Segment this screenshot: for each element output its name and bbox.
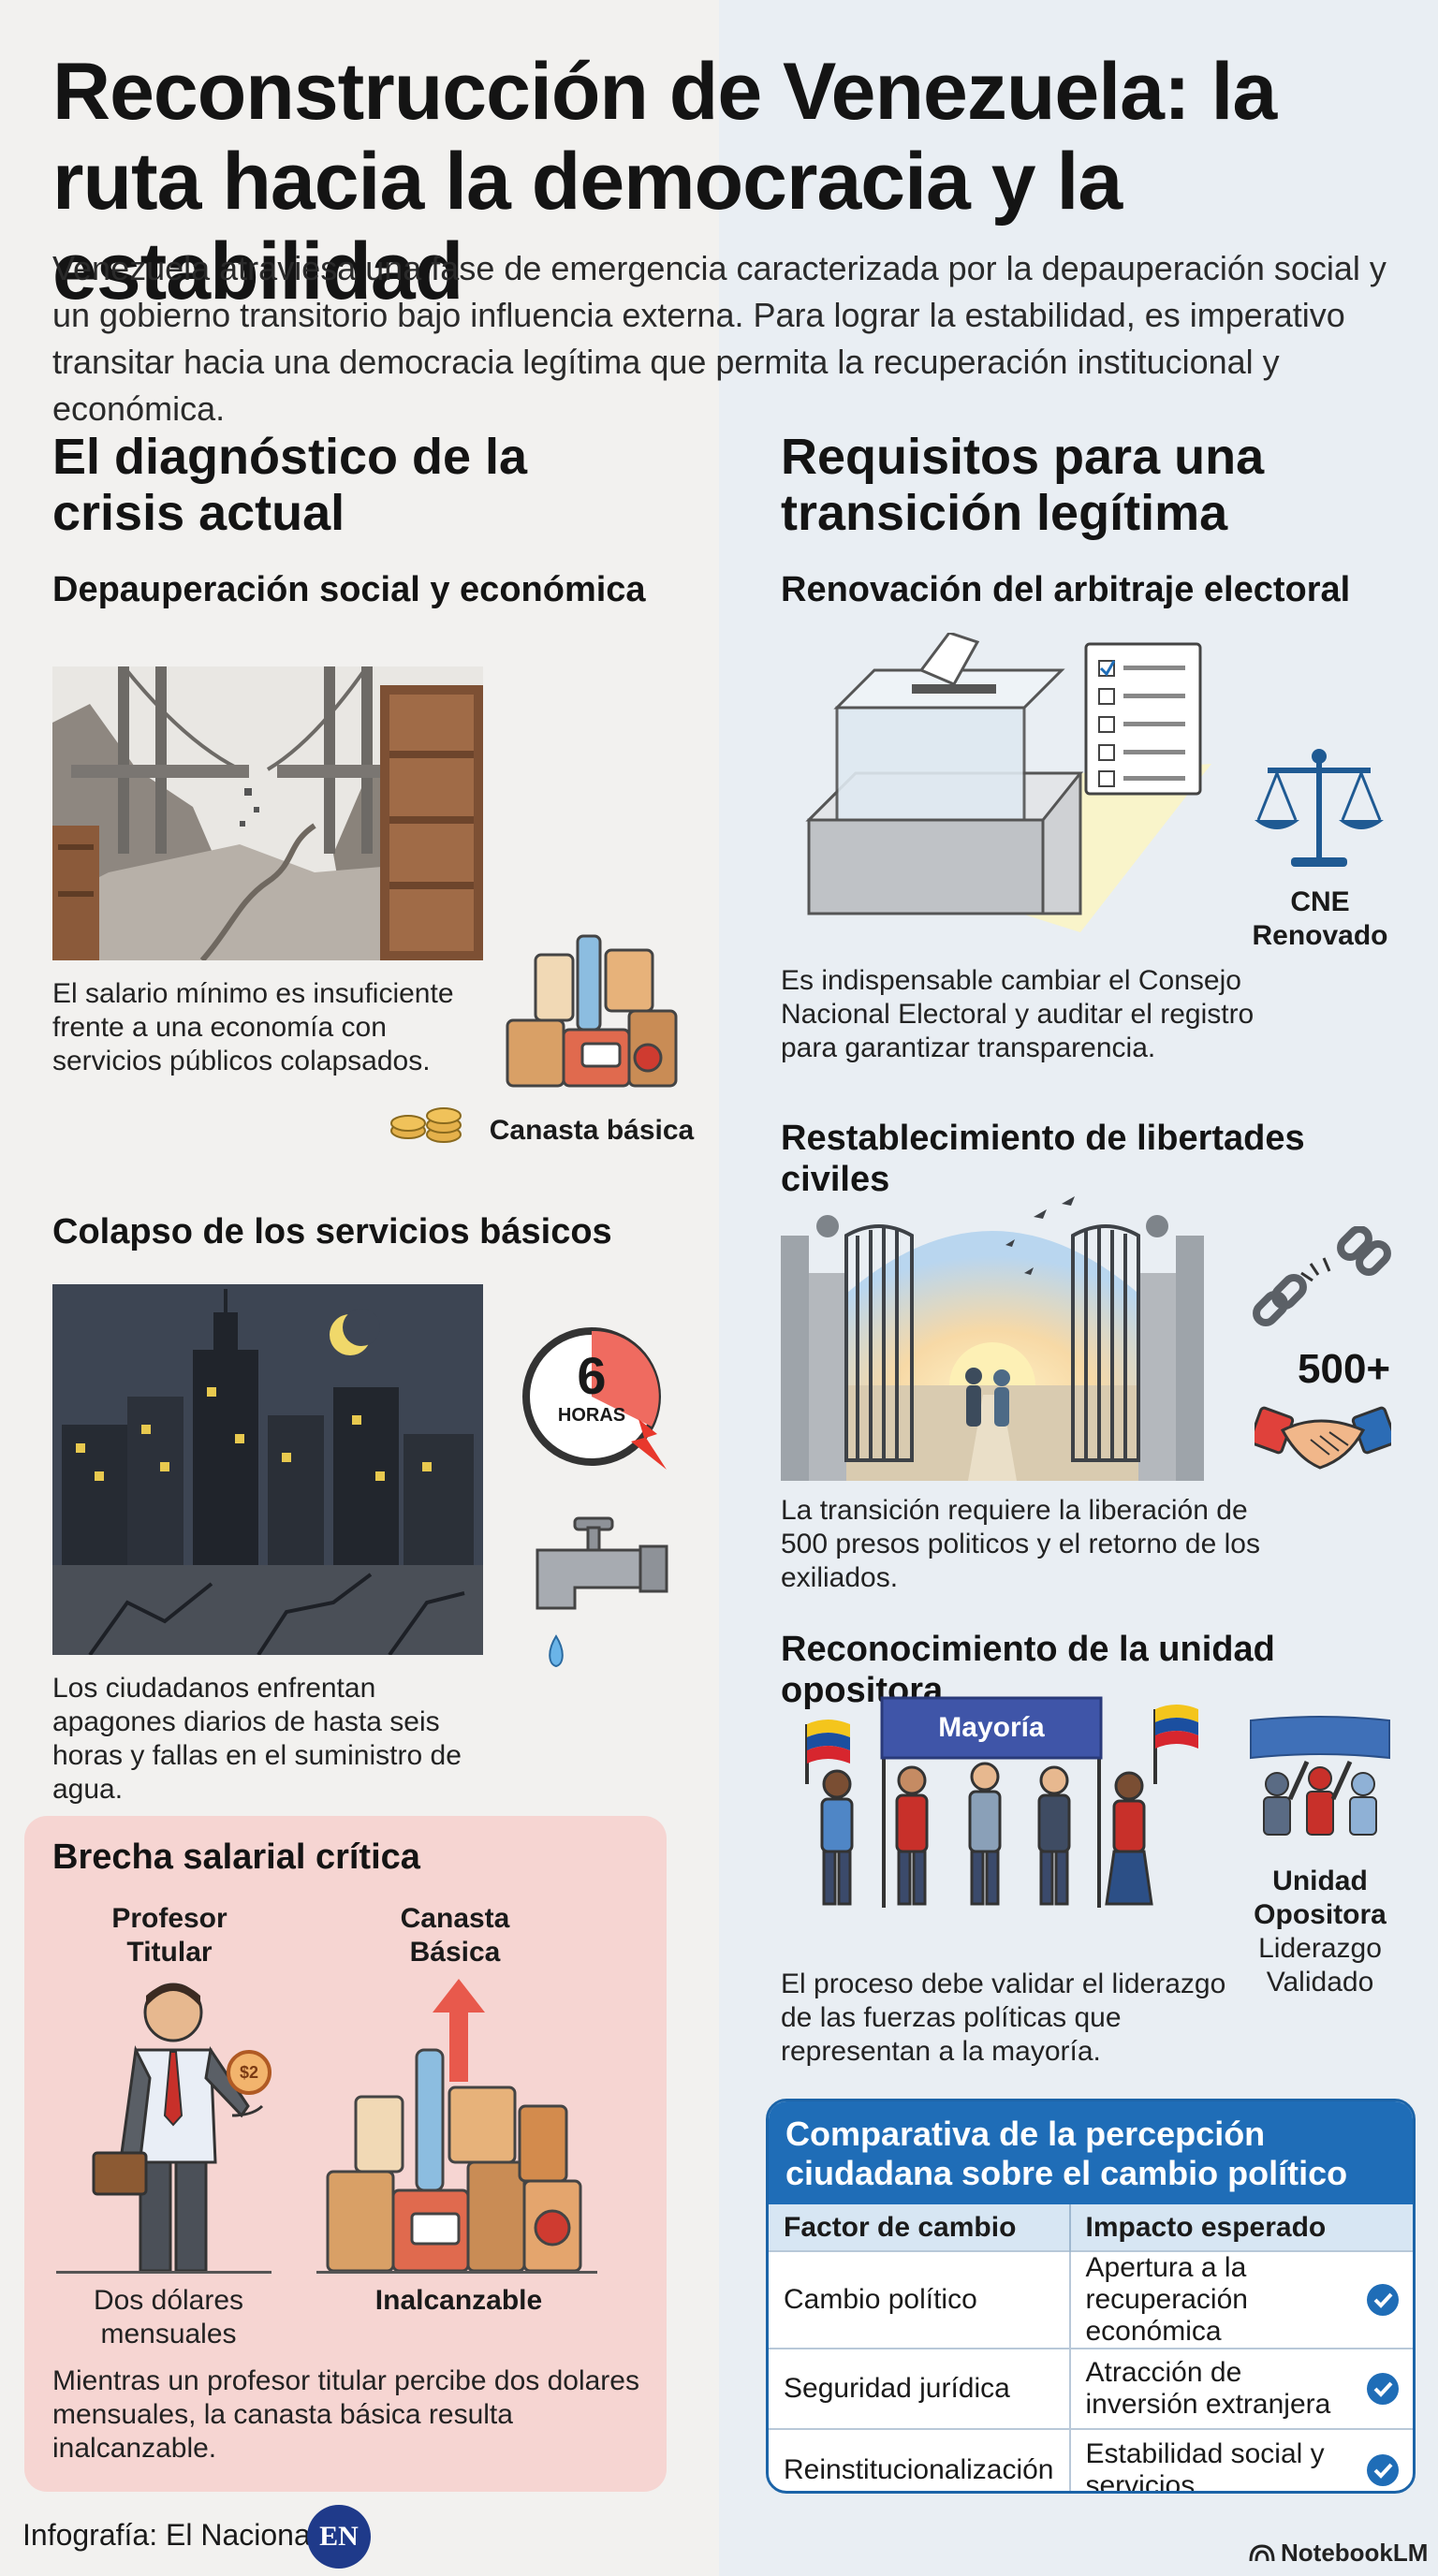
page-title: Reconstrucción de Venezuela: la ruta hac… (52, 47, 1277, 316)
footer-credit: Infografía: El Nacional (22, 2518, 317, 2552)
rising-arrow-icon (431, 1979, 487, 2082)
check-circle-icon (1367, 2373, 1399, 2405)
wage-gap-text: Mientras un profesor titular percibe dos… (52, 2365, 639, 2464)
depauperacion-text: El salario mínimo es insuficiente frente… (52, 978, 454, 1076)
groceries-icon (498, 917, 685, 1105)
coins-icon (388, 1097, 468, 1144)
basket-baseline (316, 2271, 597, 2274)
arbitraje-text: Es indispensable cambiar el Consejo Naci… (781, 965, 1255, 1063)
table-cell-impact: Apertura a la recuperación económica (1069, 2250, 1413, 2349)
comparison-table-card: Comparativa de la percepción ciudadana s… (766, 2099, 1416, 2494)
handshake-icon (1248, 1393, 1398, 1483)
comparison-table: Factor de cambio Impacto esperado Cambio… (769, 2204, 1413, 2494)
professor-caption: Dos dólares mensuales (93, 2285, 244, 2349)
basket-groceries-icon (318, 2031, 590, 2273)
intro-paragraph: Venezuela atraviesa una fase de emergenc… (52, 249, 1387, 428)
wage-gap-title: Brecha salarial crítica (52, 1837, 420, 1877)
table-cell-factor: Reinstitucionalización (769, 2428, 1071, 2491)
section-title-unidad: Reconocimiento de la unidad opositora (781, 1630, 1275, 1710)
basket-caption: Canasta básica (489, 1115, 695, 1146)
professor-label: Profesor Titular (111, 1903, 227, 1968)
prisoners-count: 500+ (1298, 1346, 1391, 1392)
notebooklm-brand: NotebookLM (1281, 2539, 1429, 2567)
impact-text: Apertura a la recuperación económica (1085, 2252, 1248, 2347)
cne-caption: CNE Renovado (1252, 886, 1388, 951)
basket-caption-unreachable: Inalcanzable (374, 2285, 543, 2316)
opposition-crowd-illustration: Mayoría (781, 1690, 1211, 1908)
professor-figure: $2 (84, 1975, 281, 2275)
coin-label: $2 (239, 2063, 259, 2082)
table-header-impact: Impacto esperado (1069, 2204, 1413, 2251)
clock-number: 6 (577, 1346, 607, 1405)
check-circle-icon (1367, 2453, 1399, 2486)
unidad-text: El proceso debe validar el liderazgo de … (781, 1969, 1226, 2067)
clock-unit: HORAS (557, 1405, 626, 1426)
professor-baseline (56, 2271, 271, 2274)
basket-label: Canasta Básica (400, 1903, 510, 1968)
impact-text: Atracción de inversión extranjera (1085, 2357, 1331, 2420)
water-tap-icon (519, 1515, 668, 1683)
broken-chain-icon (1245, 1225, 1395, 1339)
dark-city-illustration (52, 1284, 483, 1657)
comparison-table-title: Comparativa de la percepción ciudadana s… (769, 2101, 1413, 2204)
table-cell-impact: Atracción de inversión extranjera (1069, 2348, 1413, 2429)
majority-banner: Mayoría (938, 1712, 1045, 1743)
collapsed-bridge-illustration (52, 665, 483, 962)
el-nacional-logo: EN (307, 2505, 371, 2569)
table-row: Cambio político Apertura a la recuperaci… (769, 2250, 1413, 2349)
section-title-servicios: Colapso de los servicios básicos (52, 1212, 612, 1251)
servicios-text: Los ciudadanos enfrentan apagones diario… (52, 1673, 462, 1805)
table-cell-factor: Seguridad jurídica (769, 2348, 1071, 2429)
unity-icon (1245, 1715, 1395, 1855)
right-column-heading: Requisitos para una transición legítima (781, 429, 1265, 541)
libertades-text: La transición requiere la liberación de … (781, 1495, 1260, 1593)
scales-icon (1249, 745, 1389, 876)
clock-icon: 6 HORAS (521, 1322, 680, 1481)
table-header-factor: Factor de cambio (769, 2204, 1071, 2251)
table-row: Reinstitucionalización Estabilidad socia… (769, 2428, 1413, 2494)
impact-text: Estabilidad social y servicios (1085, 2437, 1325, 2494)
section-title-arbitraje: Renovación del arbitraje electoral (781, 570, 1351, 609)
check-circle-icon (1367, 2284, 1399, 2316)
table-cell-impact: Estabilidad social y servicios (1069, 2428, 1413, 2494)
unity-caption-validated: Liderazgo Validado (1258, 1933, 1382, 1998)
unity-caption: Unidad Opositora (1254, 1866, 1387, 1930)
table-row: Seguridad jurídica Atracción de inversió… (769, 2348, 1413, 2429)
table-cell-factor: Cambio político (769, 2250, 1071, 2349)
left-column-heading: El diagnóstico de la crisis actual (52, 429, 528, 541)
open-gates-illustration (781, 1179, 1204, 1481)
section-title-libertades: Restablecimiento de libertades civiles (781, 1119, 1305, 1199)
ballot-box-illustration (800, 631, 1211, 951)
section-title-depauperacion: Depauperación social y económica (52, 570, 646, 609)
notebooklm-icon (1249, 2542, 1275, 2563)
